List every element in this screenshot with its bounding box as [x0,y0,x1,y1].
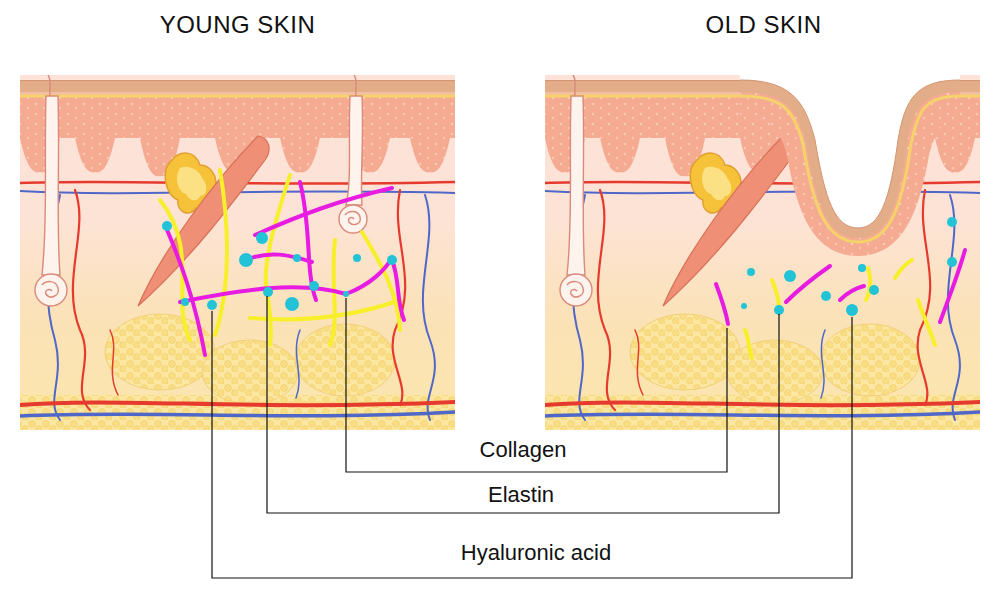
skin-panel: OLD SKIN [545,10,982,430]
leader-lines [212,296,852,578]
young-fibers [160,170,404,355]
part-label: Hyaluronic acid [458,540,614,566]
old-hyaluronic-dots [741,217,957,316]
part-label: Collagen [477,437,570,463]
young-skin-section [20,75,455,430]
old-fibers [716,250,965,358]
part-label: Elastin [485,482,557,508]
old-skin-section [545,75,980,430]
skin-fold [740,75,960,256]
panel-heading: OLD SKIN [545,10,982,40]
skin-panel: YOUNG SKIN [20,10,455,430]
panel-heading: YOUNG SKIN [20,10,455,40]
young-hyaluronic-dots [162,221,397,311]
